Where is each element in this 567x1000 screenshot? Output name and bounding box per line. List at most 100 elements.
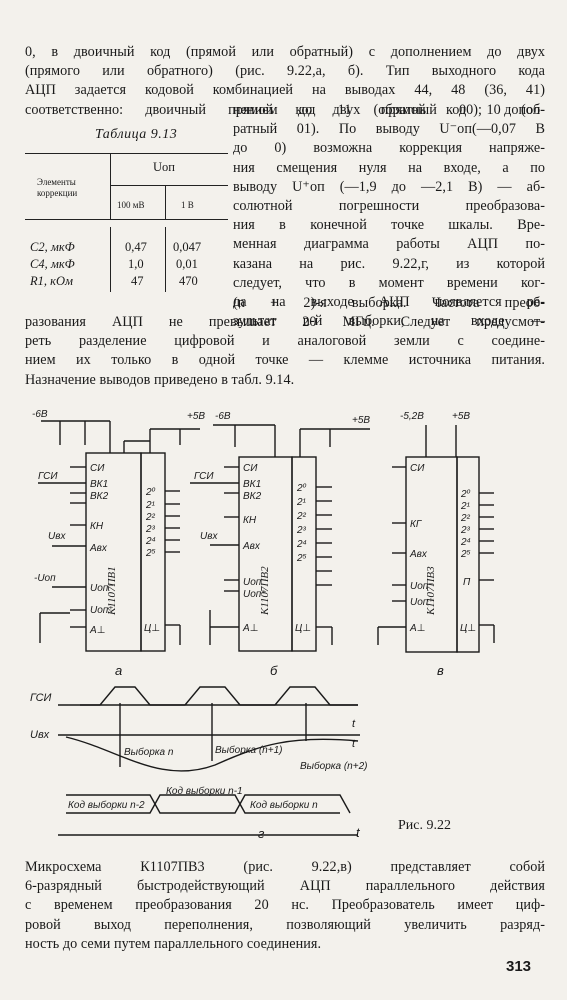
text-line: ность до семи путем параллельного соедин… [25,935,322,952]
table-rule-top [25,153,228,154]
text-line: АЦП задается кодовой комбинацией на выво… [25,82,545,99]
text-line: следует, что в момент времени ког- [233,274,545,291]
text-line: (прямого или обратного) (рис. 9.22,а, б)… [25,63,545,80]
paragraph-column-tail: (n + 2)-я выборка. Частота преоб- [233,294,545,313]
text-line: нием их только в одной точке — клемме ис… [25,352,545,369]
pin-label: Aвх [242,541,261,552]
table-col-header: 100 мВ [117,200,145,210]
chip-name: К1107ПВ2 [259,566,271,616]
pin-label: 2² [296,511,307,522]
pin-label: 2³ [296,525,307,536]
external-label: ГСИ [194,471,214,482]
table-col-header-top: Uоп [153,160,175,174]
pin-label: Ц⊥ [295,623,311,634]
table-cell: 0,47 [125,240,147,254]
pin-label: СИ [90,463,105,474]
pin-label: ВК1 [90,479,108,490]
sub-label: в [437,663,444,678]
pin-label: 2⁰ [460,489,471,500]
pin-label: Aвх [89,543,108,554]
chip-v-right [456,456,480,653]
external-label: -Uоп [34,573,56,584]
pin-label: A⊥ [242,623,258,634]
text-line: разования АЦП не превышает 20 МГц. Следу… [25,314,545,330]
pin-label: 2² [145,512,156,523]
chip-name: К1107ПВ3 [425,566,437,616]
text-line: ния смещения нуля на входе, а по [233,159,545,176]
pin-label: 2⁴ [145,536,156,547]
text-line: Назначение выводов приведено в табл. 9.1… [25,371,295,388]
time-axis-label: t [352,738,356,750]
timing-sample-label: Выборка (n+2) [300,760,367,772]
time-axis-label: t [356,825,361,840]
page-number: 313 [506,958,532,975]
text-line: до 0) возможна коррекция напряже- [233,140,545,157]
time-axis-label: t [352,718,356,730]
pin-label: ВК1 [243,479,261,490]
figure-caption: Рис. 9.22 [398,818,451,833]
timing-sample-label: Выборка (n+1) [215,744,282,756]
text-line: с временем преобразования 20 нс. Преобра… [25,897,545,914]
pin-label: ВК2 [243,491,262,502]
pin-label: 2² [460,513,471,524]
timing-code-label: Код выборки n-2 [68,799,145,811]
external-label: Uвх [48,531,66,542]
pin-label: Uоп⁻ [90,583,114,594]
uvx-waveform [65,736,359,772]
pin-label: КГ [410,519,423,530]
supply-label: -5,2В [400,411,424,422]
table-cell: 47 [131,274,144,288]
pin-label: Uоп⁻ [243,577,267,588]
table-vrule [165,185,166,219]
paragraph-column: нением до двух прямой код 10 (об- ратный… [233,101,545,331]
figure-9-22: -6В +5В -6В +5В -5,2В +5В К1107ПВ1 К1107… [30,409,495,841]
pin-label: ВК2 [90,491,109,502]
table-row-header: Элементы [37,177,76,187]
pin-label: КН [90,521,104,532]
table-cell: 470 [179,274,198,288]
timing-signal-label: Uвх [30,729,50,741]
pin-label: A⊥ [89,625,105,636]
paragraph-bottom: Микросхема К1107ПВ3 (рис. 9.22,в) предст… [25,858,545,954]
text-line: солютной погрешности преобразова- [233,198,545,215]
table-row-label: C4, мкФ [30,257,75,271]
text-line: Микросхема К1107ПВ3 (рис. 9.22,в) предст… [25,859,545,875]
chip-b-right [291,456,317,652]
supply-label: -6В [32,409,48,420]
table-col-header: 1 В [181,200,194,210]
pin-label: 2¹ [296,497,307,508]
pin-label: 2⁵ [460,549,471,560]
pin-label: 2¹ [460,501,471,512]
table-title: Таблица 9.13 [95,127,178,142]
pin-label: 2¹ [145,500,156,511]
table-vrule [110,227,111,292]
pin-label: Ц⊥ [144,623,160,634]
pin-label: 2⁴ [296,539,307,550]
text-line: нением до двух прямой код 10 (об- [233,102,545,118]
text-line: 6-разрядный быстродействующий АЦП паралл… [25,878,545,895]
sub-label: а [115,663,122,678]
timing-code-label: Код выборки n-1 [166,785,243,797]
text-line: (n + 2)-я выборка. Частота преоб- [233,295,545,311]
table-row-header: коррекции [37,188,78,198]
timing-code-label: Код выборки n [250,799,318,811]
text-line: реть разделение цифровой и аналоговой зе… [25,333,545,350]
pin-label: 2⁵ [296,553,307,564]
pin-label: 2⁵ [145,548,156,559]
pin-label: Uоп⁺ [90,605,114,616]
timing-sample-label: Выборка n [124,746,174,758]
supply-label: -6В [215,411,231,422]
paragraph-continuation: разования АЦП не превышает 20 МГц. Следу… [25,313,545,390]
pin-label: Ц⊥ [460,623,476,634]
pin-label: 2⁴ [460,537,471,548]
table-vrule [110,153,111,219]
table-cell: 1,0 [128,257,144,271]
pin-label: 2⁰ [145,487,156,498]
text-line: зультат n-й выборки, на входе — [233,313,545,330]
text-line: выводу U⁺оп (—1,9 до —2,1 В) — аб- [233,178,545,195]
supply-label: +5В [452,411,470,422]
table-vrule [165,227,166,292]
table-cell: 0,01 [176,257,198,271]
pin-label: П [463,577,471,588]
supply-label: +5В [187,411,205,422]
